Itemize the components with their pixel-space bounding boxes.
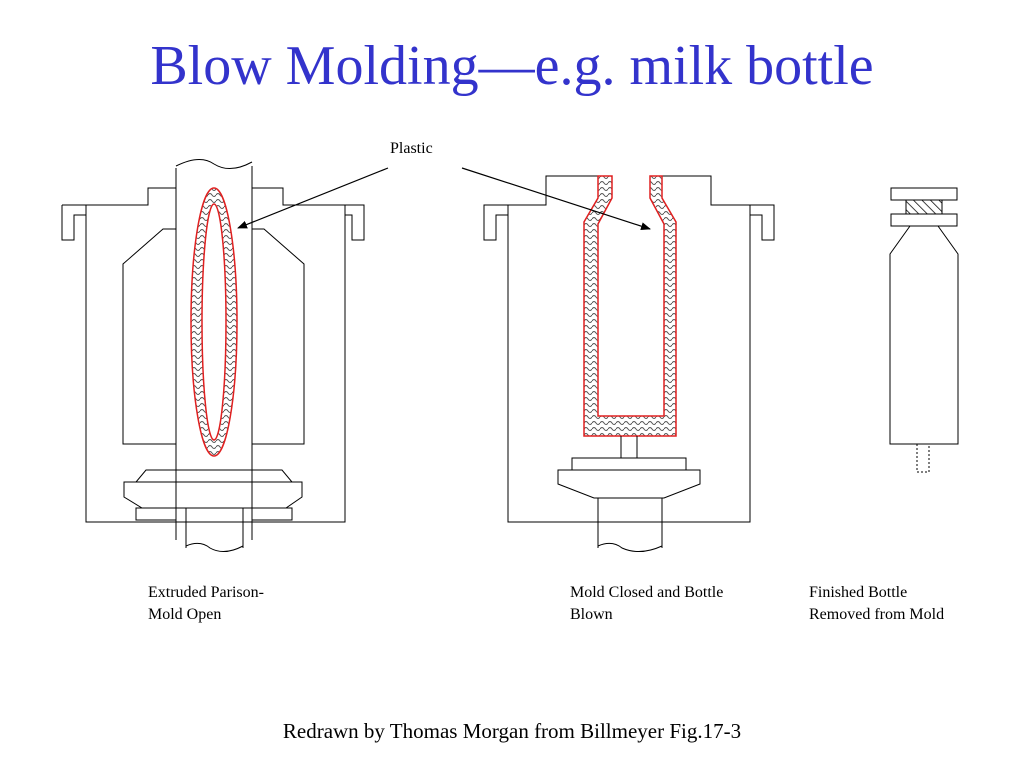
caption-finished-bottle: Finished Bottle Removed from Mold bbox=[809, 582, 944, 626]
caption-line: Blown bbox=[570, 606, 613, 623]
base-plate bbox=[123, 481, 303, 509]
callout-arrow-left bbox=[237, 167, 389, 229]
ram-break bbox=[597, 542, 663, 552]
base-cap bbox=[134, 469, 294, 483]
plastic-callout bbox=[237, 167, 651, 231]
panel-finished-bottle bbox=[889, 187, 959, 473]
figure-credit: Redrawn by Thomas Morgan from Billmeyer … bbox=[282, 719, 742, 743]
base-plate bbox=[557, 469, 701, 499]
base-foot-right bbox=[251, 507, 293, 521]
bottle-body bbox=[889, 225, 959, 445]
left-flange bbox=[61, 205, 86, 241]
caption-mold-closed: Mold Closed and Bottle Blown bbox=[570, 582, 723, 626]
base-cap bbox=[571, 457, 687, 471]
base-foot-left bbox=[135, 507, 177, 521]
mold-housing-open bbox=[85, 205, 346, 523]
caption-line: Mold Open bbox=[148, 606, 222, 623]
caption-line: Mold Closed and Bottle bbox=[570, 584, 724, 601]
bottle-cap bbox=[890, 187, 958, 201]
ram-shaft bbox=[597, 498, 663, 548]
caption-line: Removed from Mold bbox=[809, 606, 945, 623]
left-mold-half bbox=[122, 228, 176, 445]
right-flange bbox=[662, 175, 775, 241]
bottle-collar bbox=[890, 213, 958, 227]
blown-bottle bbox=[583, 175, 677, 437]
plastic-label: Plastic bbox=[390, 140, 433, 157]
right-flange bbox=[252, 187, 365, 241]
bottle-tail bbox=[916, 444, 930, 473]
mold-housing-closed bbox=[507, 205, 751, 523]
die-column bbox=[175, 166, 253, 540]
callout-arrow-right bbox=[461, 167, 651, 231]
ram-break bbox=[185, 542, 244, 552]
panel-mold-open bbox=[61, 159, 365, 552]
blow-molding-diagram bbox=[61, 159, 959, 552]
right-mold-half bbox=[252, 228, 305, 445]
caption-mold-open: Extruded Parison- Mold Open bbox=[148, 582, 264, 626]
die-top-break bbox=[175, 159, 253, 169]
left-flange bbox=[483, 175, 598, 241]
caption-line: Extruded Parison- bbox=[148, 584, 264, 601]
caption-line: Finished Bottle bbox=[809, 584, 908, 601]
bottle-neck bbox=[905, 199, 943, 215]
parison-bore bbox=[201, 203, 227, 441]
ram-shaft bbox=[185, 508, 244, 548]
panel-mold-closed bbox=[483, 175, 775, 552]
blow-pin bbox=[620, 436, 638, 458]
slide-title: Blow Molding—e.g. milk bottle bbox=[150, 35, 874, 97]
